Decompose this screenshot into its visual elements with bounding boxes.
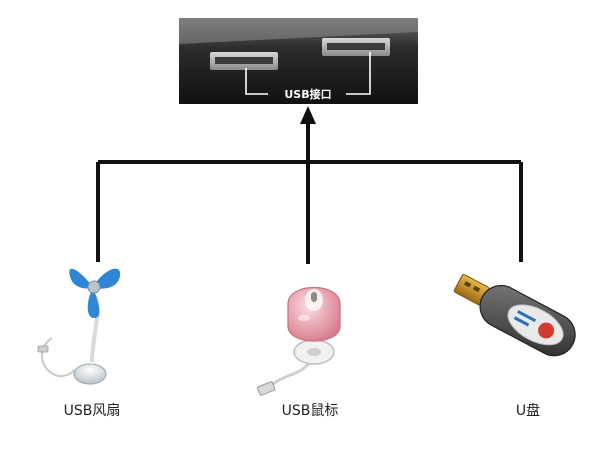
drive-logo-mark (538, 322, 555, 339)
usb-slot-left (210, 52, 278, 70)
mouse-shell (287, 286, 341, 342)
fan-blade-bottom (87, 290, 100, 318)
port-callout-left (245, 68, 268, 95)
usb-fan-icon (37, 268, 121, 385)
caption-usb-mouse: USB鼠标 (281, 403, 339, 419)
fan-cable (41, 337, 75, 378)
mouse-scroll-wheel (311, 292, 317, 302)
drive-label-stripe-2 (513, 316, 530, 327)
fan-blade-left (69, 268, 92, 289)
drive-plug-hole-1 (464, 281, 472, 288)
fan-usb-plug (37, 345, 49, 353)
drive-plug-hole-2 (472, 285, 481, 293)
fan-blade-right (95, 268, 121, 289)
fan-base (73, 363, 107, 385)
mouse-reel-center (307, 348, 321, 356)
port-panel-highlight (179, 18, 418, 44)
usb-port-label: USB接口 (284, 87, 331, 101)
port-callout-right (346, 52, 371, 95)
mouse-usb-plug (257, 381, 276, 396)
usb-slot-right-cavity (327, 43, 385, 50)
mouse-highlight (298, 315, 310, 321)
usb-slot-right (322, 38, 390, 56)
usb-port-panel: USB接口 (179, 18, 418, 104)
connector-lines (96, 122, 523, 264)
usb-slot-left-cavity (215, 57, 273, 64)
drive-label-stripe-1 (517, 310, 537, 323)
caption-usb-fan: USB风扇 (63, 403, 121, 419)
up-arrow-icon (300, 106, 316, 124)
usb-flash-drive-icon (453, 274, 576, 357)
fan-hub (87, 280, 101, 294)
usb-mouse-icon (257, 286, 341, 396)
caption-usb-flash-drive: U盘 (515, 403, 541, 419)
